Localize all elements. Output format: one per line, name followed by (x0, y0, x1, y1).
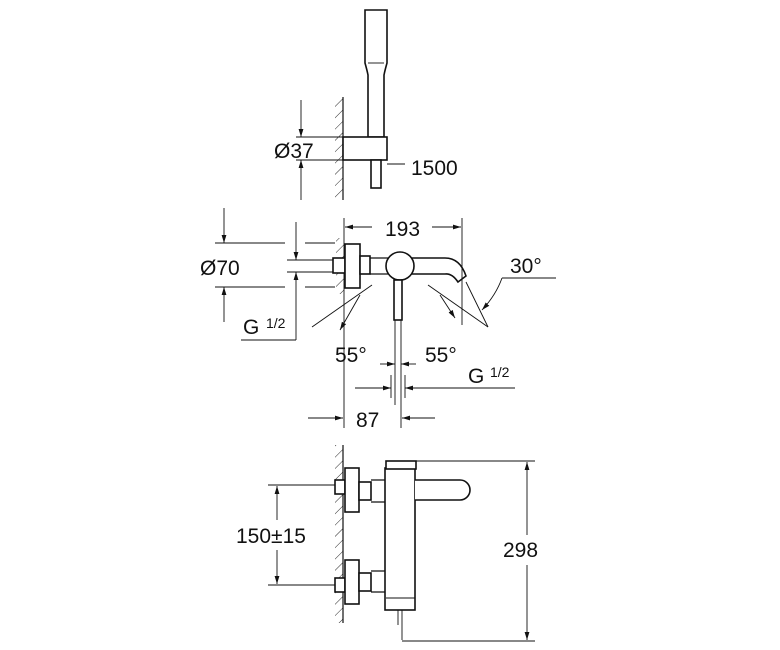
rosette-upper (344, 467, 360, 513)
height-label: 298 (503, 539, 538, 562)
shower-holder (342, 136, 388, 161)
holder-diameter-label: Ø37 (274, 140, 314, 163)
hand-shower (364, 9, 388, 138)
inlet-thread-fraction: 1/2 (266, 315, 286, 331)
top-cap (385, 460, 417, 470)
hose-length-label: 1500 (411, 157, 458, 180)
lever-handle (415, 479, 471, 501)
inlet-stub (332, 257, 346, 274)
outlet-pipe (393, 279, 403, 321)
outlet-thread-fraction: 1/2 (490, 364, 510, 380)
rosette (344, 243, 361, 289)
inlet-centers-label: 150±15 (236, 525, 306, 548)
mixer-body (385, 251, 415, 281)
outlet-thread-g: G (468, 365, 484, 388)
rosette-diameter-label: Ø70 (200, 257, 240, 280)
projection-label: 193 (385, 218, 420, 241)
mixer-body (384, 467, 416, 611)
shower-hose (370, 159, 382, 189)
rosette-lower (344, 559, 360, 605)
nut (359, 255, 371, 275)
wall-distance-label: 87 (356, 409, 379, 432)
wall-hatch (335, 445, 343, 623)
inlet-thread-g: G (243, 316, 259, 339)
shower-view: Ø37 1500 (274, 9, 458, 200)
spout-angle-label: 30° (510, 255, 542, 278)
front-view: 150±15 298 (236, 445, 538, 642)
angle-left-label: 55° (335, 344, 367, 367)
top-view: 193 Ø70 G 1/2 55° 55° 30° G (200, 208, 556, 432)
wall-hatch (335, 97, 343, 200)
angle-right-label: 55° (425, 344, 457, 367)
